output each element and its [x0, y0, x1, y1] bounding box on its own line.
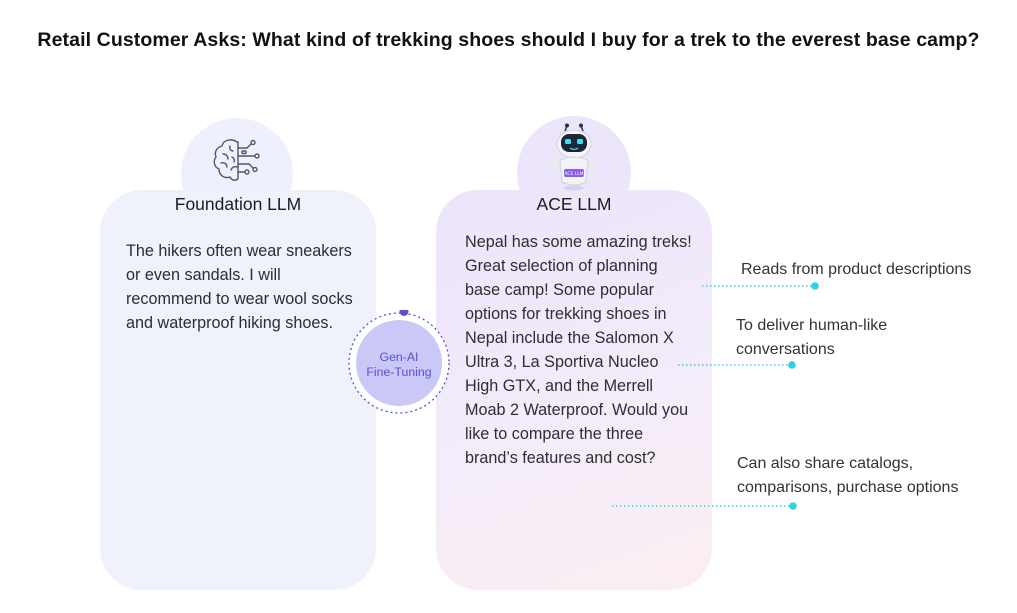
fine-tuning-dot [399, 310, 409, 316]
ace-llm-title: ACE LLM [536, 194, 612, 214]
fine-tuning-label: Gen-AI Fine-Tuning [356, 350, 442, 380]
annotation-product-descriptions: Reads from product descriptions [741, 261, 972, 278]
foundation-llm-card [100, 190, 376, 590]
fine-tuning-line-1: Gen-AI [379, 350, 419, 364]
robot-mascot-icon: ACE LLM [551, 123, 597, 191]
brain-circuit-icon [213, 139, 260, 181]
connector-dot-1 [811, 282, 819, 290]
fine-tuning-line-2: Fine-Tuning [366, 365, 432, 379]
connector-dot-3 [789, 502, 797, 510]
foundation-llm-response: The hikers often wear sneakers or even s… [126, 242, 353, 332]
robot-badge-label: ACE LLM [564, 171, 583, 177]
annotation-catalogs: Can also share catalogs, comparisons, pu… [737, 455, 959, 496]
ace-llm-card [436, 190, 712, 590]
connector-dot-2 [788, 361, 796, 369]
fine-tuning-badge [348, 310, 450, 414]
annotation-human-like: To deliver human-like conversations [736, 317, 888, 358]
ace-llm-response: Nepal has some amazing treks! Great sele… [465, 233, 692, 467]
page-title: Retail Customer Asks: What kind of trekk… [37, 29, 980, 51]
foundation-llm-title: Foundation LLM [174, 194, 302, 214]
